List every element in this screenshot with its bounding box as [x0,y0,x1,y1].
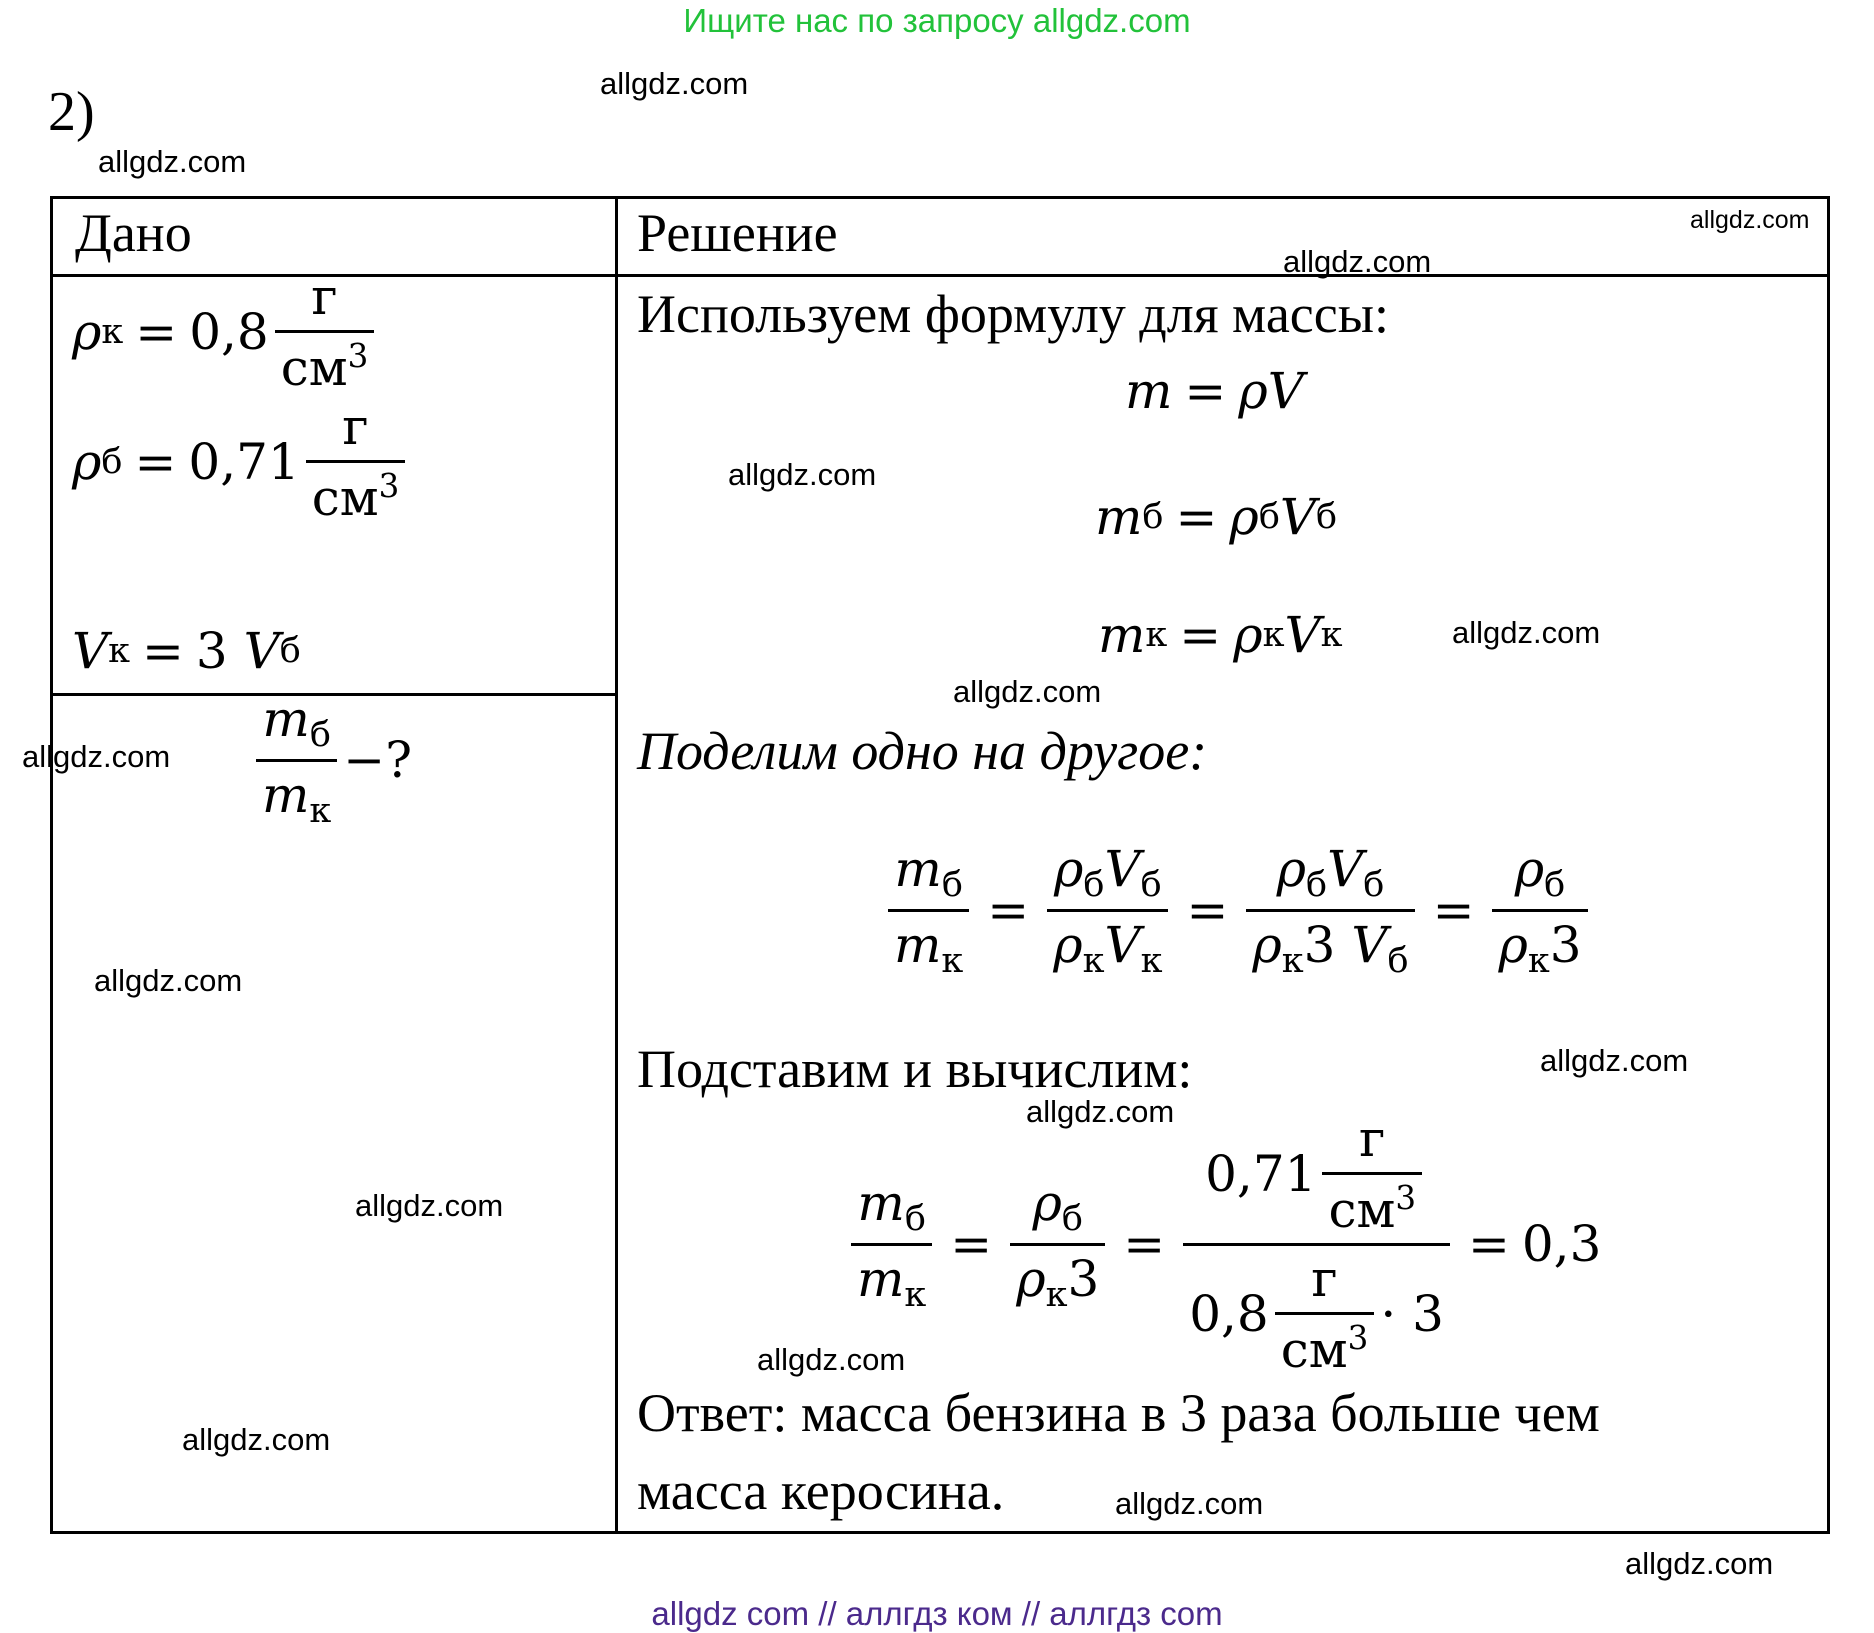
unit-fraction: г см3 [305,398,406,527]
watermark: allgdz.com [600,66,749,101]
watermark: allgdz.com [1115,1486,1264,1521]
answer-line-1: Ответ: масса бензина в 3 раза больше чем [637,1383,1600,1443]
ratio-calculation: mб mк = ρб ρк3 = 0,71 г см3 0,8 г см3 · … [845,1110,1601,1379]
footer-links: allgdz com // аллгдз ком // аллгдз com [651,1595,1223,1632]
watermark: allgdz.com [1452,615,1601,650]
watermark: allgdz.com [1540,1043,1689,1078]
watermark: allgdz.com [757,1342,906,1377]
given-header: Дано [75,203,192,263]
solution-line-calculate: Подставим и вычислим: [637,1039,1193,1099]
given-find-divider [50,693,618,696]
header-divider [50,274,1830,277]
solution-line-formula: Используем формулу для массы: [637,284,1390,344]
column-divider [615,196,618,1534]
answer-line-2: масса керосина. [637,1461,1005,1521]
watermark: allgdz.com [953,674,1102,709]
find-mass-ratio: mб mк −? [250,690,412,831]
solution-header: Решение [637,203,838,263]
watermark: allgdz.com [98,144,247,179]
ratio-derivation: mб mк = ρбVб ρкVк = ρбVб ρк3 Vб = ρб ρк3 [882,840,1594,981]
watermark: allgdz.com [355,1188,504,1223]
watermark: allgdz.com [182,1422,331,1457]
solution-line-divide: Поделим одно на другое: [637,721,1208,781]
watermark: allgdz.com [1283,244,1432,279]
watermark: allgdz.com [22,739,171,774]
problem-number: 2) [48,81,95,143]
watermark: allgdz.com [1690,206,1810,234]
watermark: allgdz.com [94,963,243,998]
watermark: allgdz.com [1625,1546,1774,1581]
watermark: allgdz.com [728,457,877,492]
watermark: allgdz.com [1026,1094,1175,1129]
unit-fraction: г см3 [274,268,375,397]
solution-table [50,196,1830,1534]
top-banner: Ищите нас по запросу allgdz.com [683,2,1191,39]
